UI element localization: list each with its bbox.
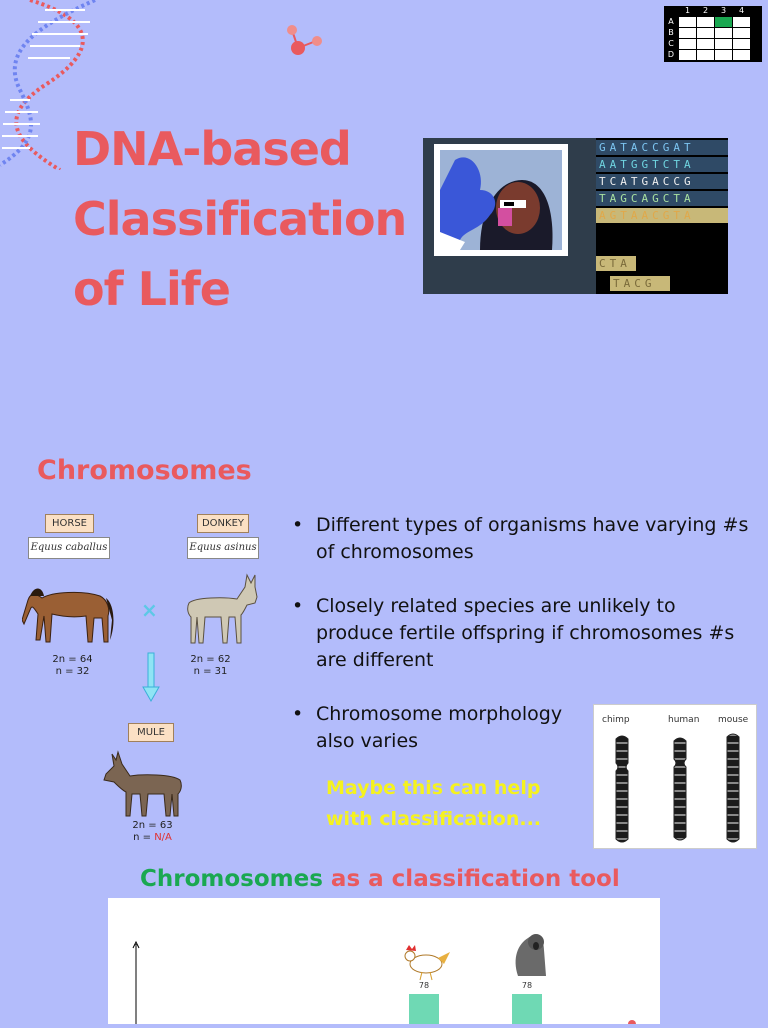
tool-heading-red: as a classification tool [322, 866, 620, 892]
grid-cell-highlight [714, 16, 733, 28]
highlight-note: Maybe this can help with classification.… [326, 777, 542, 830]
bullet-list: Different types of organisms have varyin… [290, 512, 750, 782]
bar-data-label: 78 [522, 981, 532, 990]
sequence-fragment: TACG [610, 276, 670, 291]
donkey-tag: DONKEY [197, 514, 249, 533]
dog-icon [515, 934, 546, 976]
karyotype-label-chimp: chimp [602, 715, 630, 725]
page-title: DNA-based Classification of Life [73, 114, 418, 324]
grid-row-b: B [668, 28, 674, 37]
mule-illustration [103, 750, 182, 817]
karyotype-label-mouse: mouse [718, 715, 749, 725]
cross-symbol: × [141, 598, 158, 622]
donkey-count-n: n = 31 [193, 666, 228, 677]
mule-count-n-value: N/A [154, 832, 172, 843]
sequence-row: AGTAACGTA [596, 208, 728, 223]
partial-marker [628, 1020, 636, 1028]
bullet-item: Chromosome morphology also varies [290, 701, 566, 755]
donkey-count-2n: 2n = 62 [190, 654, 231, 665]
karyotype-image: chimp human mouse [593, 704, 757, 849]
grid-col-4: 4 [738, 6, 745, 15]
title-line-3: of Life [73, 262, 231, 316]
arrow-down-icon [142, 652, 160, 703]
y-axis-arrow [132, 940, 140, 949]
sequence-row: GATACCGAT [596, 140, 728, 155]
horse-scientific-name: Equus caballus [28, 537, 110, 559]
chromosome-drawings [615, 733, 740, 843]
horse-count-2n: 2n = 64 [52, 654, 93, 665]
horse-illustration [22, 588, 114, 643]
grid-col-1: 1 [684, 6, 691, 15]
grid-row-d: D [667, 50, 675, 59]
chicken-icon [404, 945, 450, 981]
bar [512, 994, 542, 1024]
karyotype-label-human: human [668, 715, 700, 725]
dna-sequence-panel: GATACCGAT AATGGTCTA TCATGACCG TAGCAGCTA … [596, 138, 728, 294]
sequence-fragment: CTA [596, 256, 636, 271]
chromosomes-heading: Chromosomes [37, 455, 252, 486]
chart-svg: 78 78 [132, 934, 636, 1028]
bar [409, 994, 439, 1024]
coordinate-grid: 1 2 3 4 A B C D [664, 6, 762, 62]
molecule-icon [287, 25, 322, 55]
mule-count-n: n = N/A [125, 832, 180, 844]
scientist-illustration [440, 150, 562, 250]
chromosome-chart: 78 78 [108, 898, 660, 1028]
bullet-item: Closely related species are unlikely to … [290, 593, 750, 674]
donkey-illustration [187, 573, 258, 644]
donkey-scientific-name: Equus asinus [187, 537, 259, 559]
grid-col-3: 3 [720, 6, 727, 15]
title-line-2: Classification [73, 192, 407, 246]
tool-heading-green: Chromosomes [140, 866, 323, 892]
sequence-row: TAGCAGCTA [596, 191, 728, 206]
mule-count-2n: 2n = 63 [132, 820, 173, 831]
horse-count-n: n = 32 [55, 666, 90, 677]
sequence-row: TCATGACCG [596, 174, 728, 189]
grid-col-2: 2 [702, 6, 709, 15]
title-line-1: DNA-based [73, 122, 352, 176]
mule-count-n-label: n = [133, 832, 155, 843]
horse-tag: HORSE [45, 514, 94, 533]
classification-tool-heading: Chromosomes as a classification tool [140, 866, 620, 892]
grid-row-a: A [668, 17, 674, 26]
dna-helix-decoration [0, 0, 96, 170]
mule-tag: MULE [128, 723, 174, 742]
sequence-row: AATGGTCTA [596, 157, 728, 172]
grid-row-c: C [668, 39, 674, 48]
bar-data-label: 78 [419, 981, 429, 990]
bullet-item: Different types of organisms have varyin… [290, 512, 750, 566]
